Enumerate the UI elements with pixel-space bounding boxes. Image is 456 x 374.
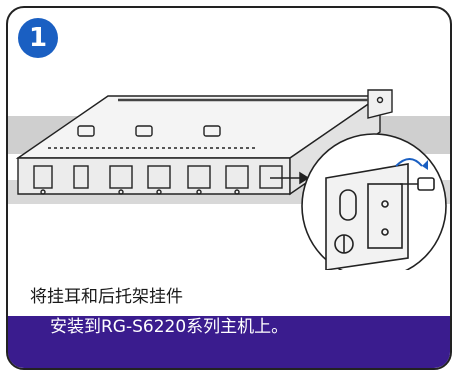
switch-chassis (15, 89, 393, 196)
instruction-card: 1 将挂耳和后托架挂件 安装到RG-S6220系列主机上。 (6, 6, 452, 370)
rotate-arrow-icon (395, 158, 423, 167)
caption-line-2: 安装到RG-S6220系列主机上。 (50, 317, 289, 337)
detail-magnifier (301, 133, 447, 279)
pointer-arrow (270, 171, 310, 185)
caption-band (8, 270, 450, 368)
step-number-badge: 1 (18, 18, 58, 58)
caption-line-1: 将挂耳和后托架挂件 (30, 287, 183, 307)
